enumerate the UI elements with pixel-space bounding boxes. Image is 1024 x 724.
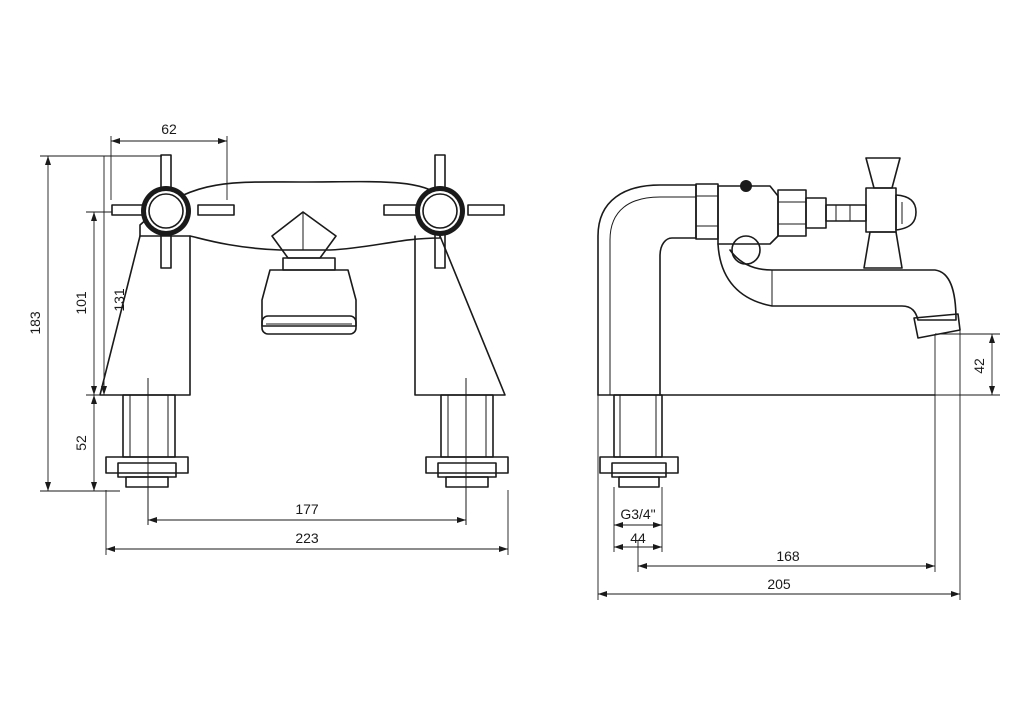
label-168: 168 [776, 548, 800, 564]
label-223: 223 [295, 530, 319, 546]
left-pillar [99, 235, 191, 396]
label-62: 62 [161, 121, 177, 137]
label-205: 205 [767, 576, 791, 592]
dim-overall-depth: 205 [597, 330, 961, 600]
label-52: 52 [73, 435, 89, 451]
dim-centres: 177 [148, 501, 466, 523]
label-131: 131 [111, 288, 127, 312]
label-177: 177 [295, 501, 319, 517]
dim-handle-width: 62 [110, 121, 228, 200]
spout [717, 243, 957, 321]
label-42: 42 [971, 358, 987, 374]
dim-total-height: 183 [27, 155, 162, 492]
side-tail-fitting [599, 394, 679, 488]
label-183: 183 [27, 311, 43, 335]
label-101: 101 [73, 291, 89, 315]
left-tail-fitting [105, 394, 189, 488]
left-cross-handle [111, 154, 235, 269]
dim-base-height: 52 [73, 395, 97, 491]
side-view: 42 G3/4" 44 168 205 [597, 157, 1000, 600]
shower-head [261, 211, 357, 335]
label-44: 44 [630, 530, 646, 546]
dim-spout-outlet-height: 42 [935, 333, 1000, 396]
label-thread: G3/4" [620, 506, 655, 522]
front-view: 62 183 101 131 52 177 [27, 121, 509, 555]
right-pillar [414, 235, 506, 396]
dim-spout-reach: 168 [637, 334, 936, 572]
dim-overall-width: 223 [105, 490, 509, 555]
right-cross-handle [383, 154, 505, 269]
riser-body [597, 184, 697, 396]
dim-spout-height: 131 [101, 156, 127, 395]
right-tail-fitting [425, 394, 509, 488]
side-cross-handle [863, 157, 917, 269]
dim-thread-size: G3/4" [613, 487, 663, 552]
